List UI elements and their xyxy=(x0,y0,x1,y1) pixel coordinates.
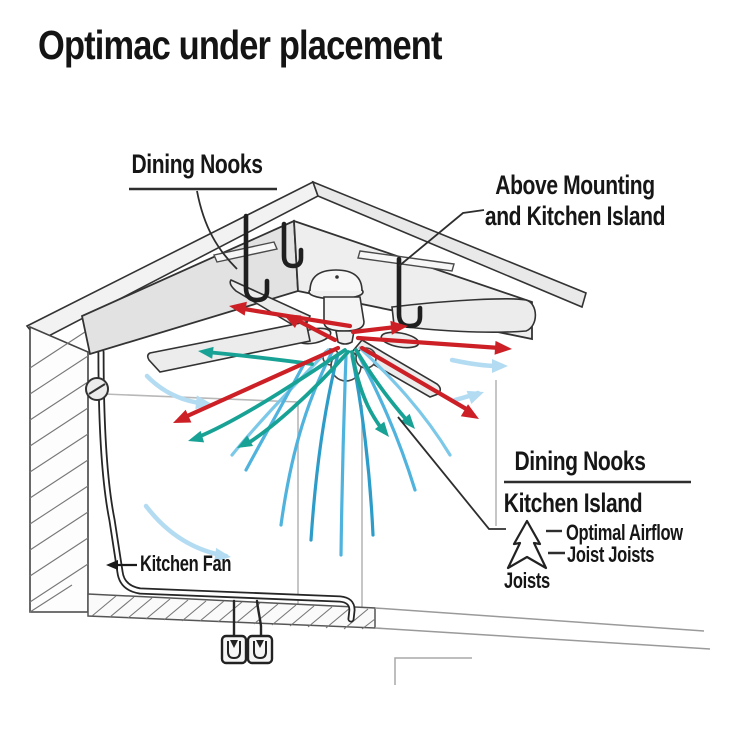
cool-airflow-arrows xyxy=(194,348,412,447)
leader-above-mounting xyxy=(398,209,485,267)
legend-item-optimal-airflow: Optimal Airflow xyxy=(566,520,683,545)
conduit-pipe xyxy=(97,348,356,638)
label-dining-nooks-top: Dining Nooks xyxy=(131,149,263,179)
fan-blade xyxy=(146,321,311,373)
legend-footer-joists: Joists xyxy=(504,568,550,593)
airflow-tree-icon xyxy=(506,519,548,570)
legend-item-joist-joists: Joist Joists xyxy=(567,542,655,567)
leader-dining-nooks-top xyxy=(196,190,238,270)
hook-icon xyxy=(243,213,270,303)
leader-legend xyxy=(397,416,506,530)
cabinet-outline xyxy=(394,657,472,685)
label-above-mounting: Above Mounting and Kitchen Island xyxy=(481,170,668,232)
label-above-mounting-line1: Above Mounting xyxy=(495,170,655,200)
page-title: Optimac under placement xyxy=(38,22,442,68)
label-kitchen-fan: Kitchen Fan xyxy=(140,551,232,576)
hook-icon xyxy=(281,221,304,269)
fan-blade xyxy=(391,298,537,333)
warm-airflow-arrowheads xyxy=(173,301,512,423)
pale-airflow-arrowheads xyxy=(195,359,508,562)
wall-hatch xyxy=(29,329,89,613)
wall-section xyxy=(29,325,89,613)
back-wall-lines xyxy=(103,380,497,615)
legend-subheading: Kitchen Island xyxy=(503,488,643,518)
joist-hooks xyxy=(243,213,423,329)
legend-heading: Dining Nooks xyxy=(514,446,646,476)
wall-screw xyxy=(85,377,109,401)
cool-airflow-arrowheads xyxy=(188,346,415,448)
hook-icon xyxy=(396,256,423,329)
counter-hatch xyxy=(91,595,376,630)
label-above-mounting-line2: and Kitchen Island xyxy=(484,201,666,231)
kitchen-fan-arrowhead xyxy=(106,560,118,570)
outlet-boxes xyxy=(220,634,274,665)
label-leaders xyxy=(116,187,691,567)
counter-ledge xyxy=(87,593,711,685)
